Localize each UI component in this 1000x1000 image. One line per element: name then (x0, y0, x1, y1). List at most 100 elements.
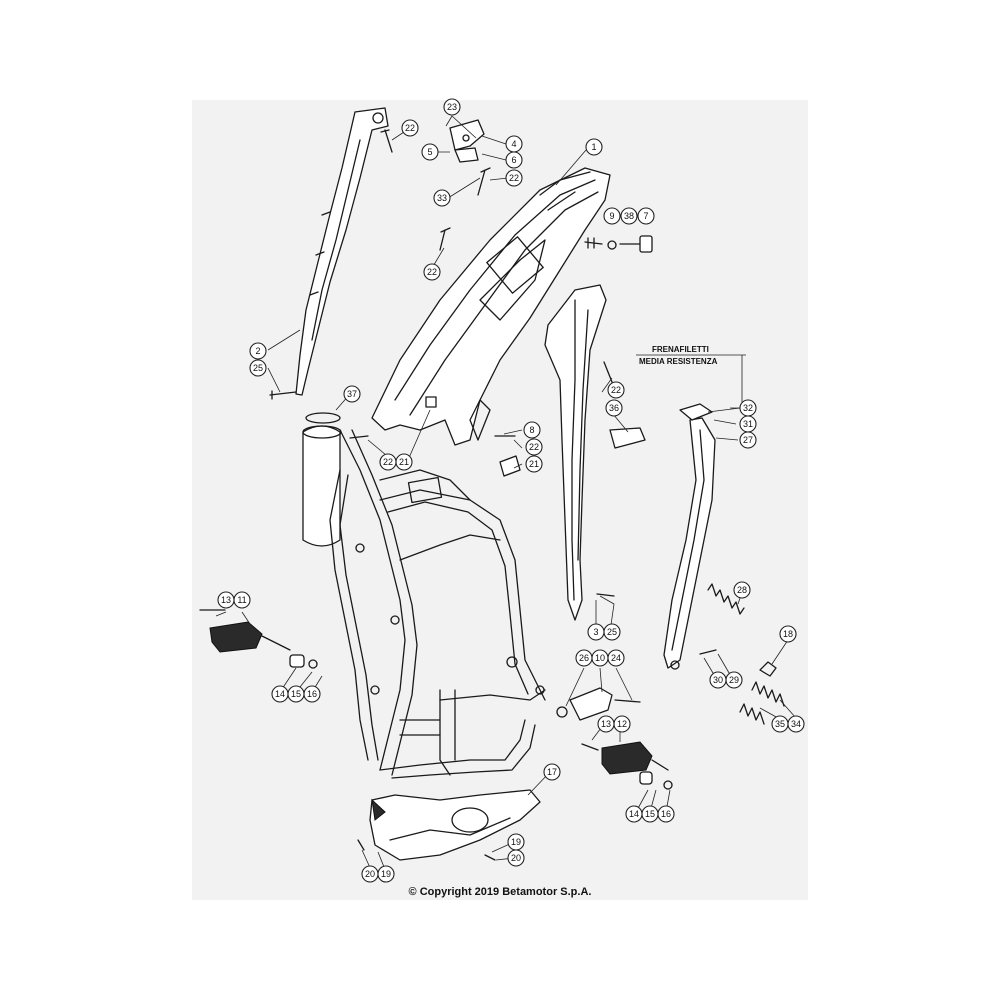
svg-text:14: 14 (629, 809, 639, 819)
callout-25-b: 25 (603, 623, 621, 641)
svg-text:22: 22 (405, 123, 415, 133)
svg-text:34: 34 (791, 719, 801, 729)
copyright-notice: © Copyright 2019 Betamotor S.p.A. (408, 886, 592, 898)
callout-37: 37 (343, 385, 361, 403)
svg-text:13: 13 (601, 719, 611, 729)
svg-text:MEDIA RESISTENZA: MEDIA RESISTENZA (639, 357, 718, 366)
callout-2: 2 (249, 342, 267, 360)
callout-25-a: 25 (249, 359, 267, 377)
svg-text:6: 6 (511, 155, 516, 165)
callout-13-a: 13 (217, 591, 235, 609)
callout-32: 32 (739, 399, 757, 417)
svg-text:28: 28 (737, 585, 747, 595)
callout-38: 38 (620, 207, 638, 225)
svg-text:22: 22 (611, 385, 621, 395)
callout-22-c: 22 (423, 263, 441, 281)
callout-22-d: 22 (607, 381, 625, 399)
callout-19-b: 19 (507, 833, 525, 851)
callout-14-b: 14 (625, 805, 643, 823)
svg-text:22: 22 (509, 173, 519, 183)
callout-30: 30 (709, 671, 727, 689)
callout-31: 31 (739, 415, 757, 433)
callout-26: 26 (575, 649, 593, 667)
callout-7: 7 (637, 207, 655, 225)
svg-text:21: 21 (529, 459, 539, 469)
callout-18: 18 (779, 625, 797, 643)
svg-text:24: 24 (611, 653, 621, 663)
svg-text:4: 4 (511, 139, 516, 149)
svg-text:16: 16 (307, 689, 317, 699)
top-bracket-part (449, 119, 485, 163)
svg-text:12: 12 (617, 719, 627, 729)
svg-text:7: 7 (643, 211, 648, 221)
callout-21-b: 21 (525, 455, 543, 473)
svg-text:22: 22 (427, 267, 437, 277)
svg-text:9: 9 (609, 211, 614, 221)
svg-text:38: 38 (624, 211, 634, 221)
skid-plate-part (369, 789, 541, 861)
callout-35: 35 (771, 715, 789, 733)
svg-text:16: 16 (661, 809, 671, 819)
svg-text:22: 22 (529, 442, 539, 452)
svg-text:26: 26 (579, 653, 589, 663)
svg-text:32: 32 (743, 403, 753, 413)
callout-24: 24 (607, 649, 625, 667)
callout-20-a: 20 (361, 865, 379, 883)
callout-11: 11 (233, 591, 251, 609)
svg-text:18: 18 (783, 629, 793, 639)
callout-33: 33 (433, 189, 451, 207)
callout-17: 17 (543, 763, 561, 781)
svg-text:13: 13 (221, 595, 231, 605)
shock-reservoir-part (302, 412, 342, 547)
svg-text:5: 5 (427, 147, 432, 157)
svg-text:20: 20 (511, 853, 521, 863)
callout-14-a: 14 (271, 685, 289, 703)
callout-1: 1 (585, 138, 603, 156)
callout-19-a: 19 (377, 865, 395, 883)
callout-22-b: 22 (505, 169, 523, 187)
svg-text:FRENAFILETTI: FRENAFILETTI (652, 345, 709, 354)
svg-text:3: 3 (593, 627, 598, 637)
callout-29: 29 (725, 671, 743, 689)
svg-text:30: 30 (713, 675, 723, 685)
svg-text:23: 23 (447, 102, 457, 112)
svg-text:21: 21 (399, 457, 409, 467)
side-panel-part (269, 107, 389, 400)
svg-text:29: 29 (729, 675, 739, 685)
callout-16-a: 16 (303, 685, 321, 703)
svg-text:15: 15 (645, 809, 655, 819)
subframe-strut-part (544, 284, 607, 621)
callout-22-e: 22 (525, 438, 543, 456)
callout-22-a: 22 (401, 119, 419, 137)
callout-13-b: 13 (597, 715, 615, 733)
callout-27: 27 (739, 431, 757, 449)
svg-text:11: 11 (237, 595, 246, 605)
bolts-part (349, 129, 717, 861)
svg-text:17: 17 (547, 767, 557, 777)
callout-23: 23 (443, 98, 461, 116)
svg-text:14: 14 (275, 689, 285, 699)
svg-text:22: 22 (383, 457, 393, 467)
callout-4: 4 (505, 135, 523, 153)
spring-pin-assembly-part (584, 235, 653, 253)
footpeg-right-part (581, 741, 673, 790)
callout-15-b: 15 (641, 805, 659, 823)
callout-16-b: 16 (657, 805, 675, 823)
callout-15-a: 15 (287, 685, 305, 703)
bracket-part (556, 687, 641, 721)
svg-text:25: 25 (607, 627, 617, 637)
callout-6: 6 (505, 151, 523, 169)
svg-text:10: 10 (595, 653, 605, 663)
svg-text:33: 33 (437, 193, 447, 203)
svg-text:36: 36 (609, 403, 619, 413)
callout-9: 9 (603, 207, 621, 225)
svg-text:31: 31 (743, 419, 753, 429)
callout-3: 3 (587, 623, 605, 641)
svg-text:1: 1 (591, 142, 596, 152)
callout-20-b: 20 (507, 849, 525, 867)
threadlocker-note: FRENAFILETTI MEDIA RESISTENZA (636, 345, 746, 366)
pin-part (609, 427, 646, 449)
svg-text:20: 20 (365, 869, 375, 879)
main-frame-part (329, 429, 546, 779)
